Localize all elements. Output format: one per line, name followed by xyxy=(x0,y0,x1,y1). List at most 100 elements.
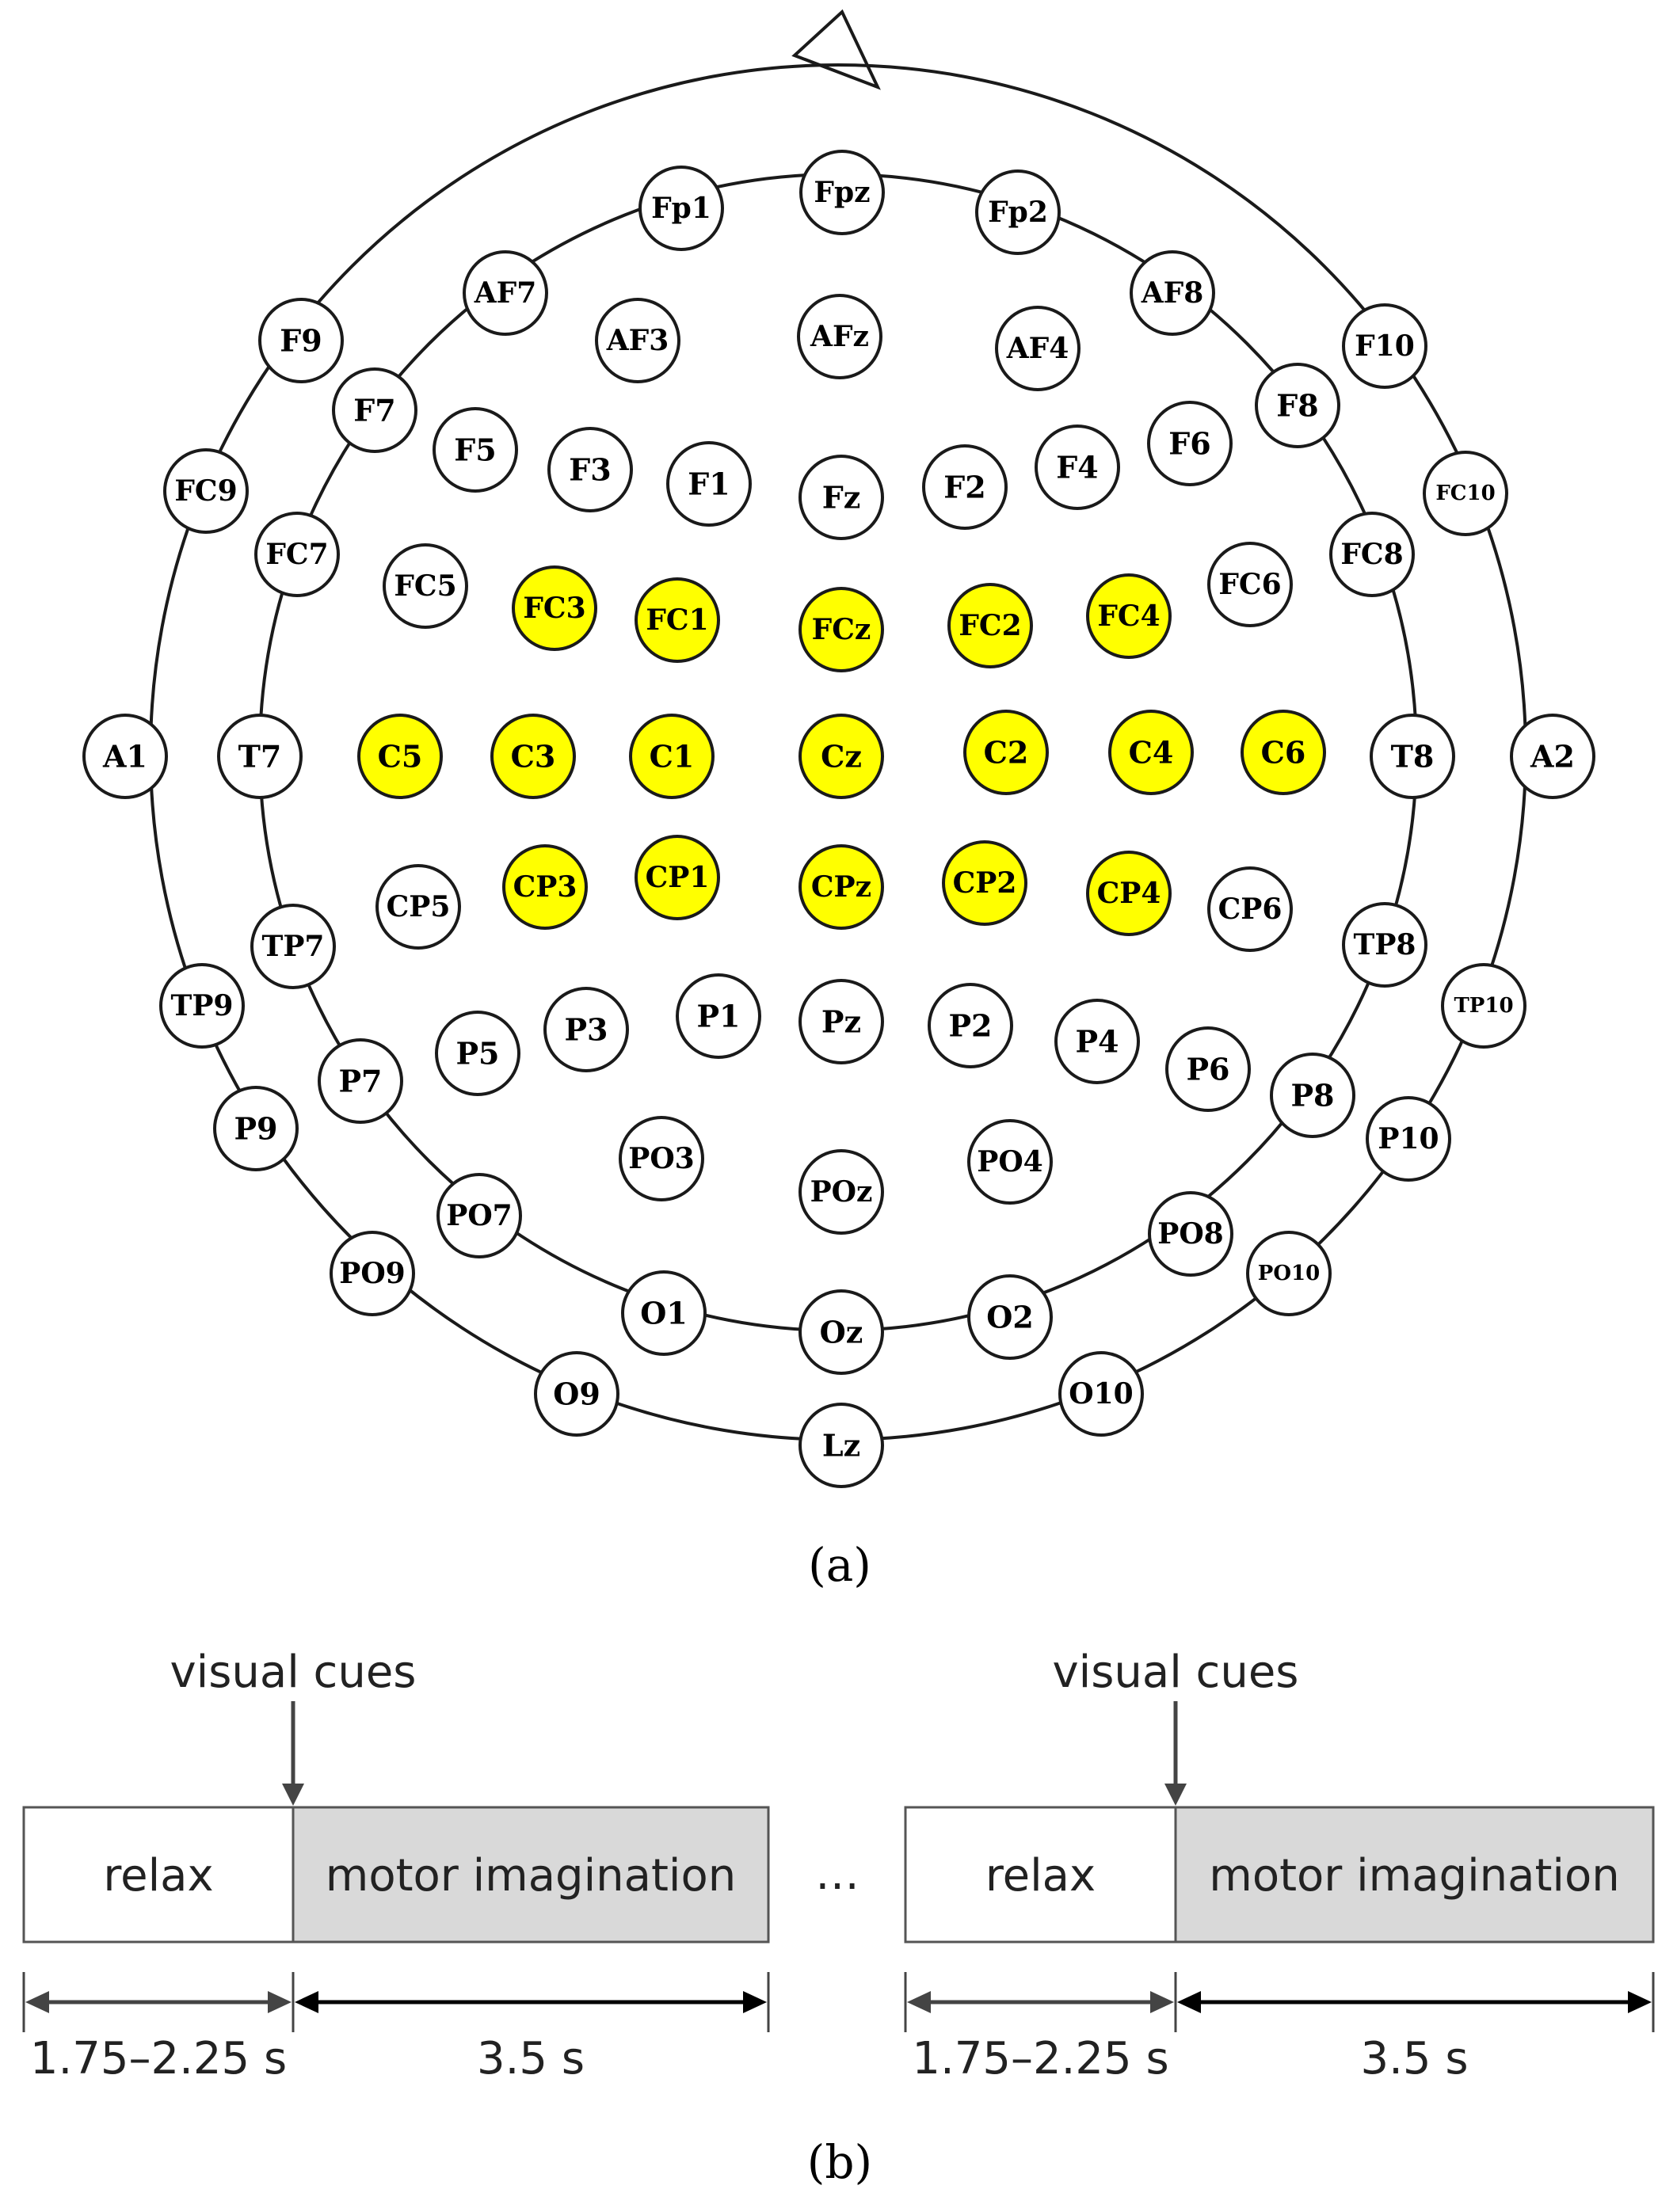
electrode-poz: POz xyxy=(798,1149,884,1235)
electrode-af8: AF8 xyxy=(1130,250,1215,336)
cue-label-1: visual cues xyxy=(170,1647,417,1698)
electrode-label: C6 xyxy=(1261,735,1306,771)
electrode-f8: F8 xyxy=(1255,363,1340,448)
electrode-label: Fz xyxy=(822,480,861,516)
electrode-label: AF3 xyxy=(606,324,669,357)
electrode-po3: PO3 xyxy=(619,1116,704,1201)
electrode-label: FC8 xyxy=(1340,538,1403,571)
electrode-c4: C4 xyxy=(1108,710,1194,795)
ellipsis: … xyxy=(815,1848,859,1900)
electrode-fc2: FC2 xyxy=(947,583,1033,668)
electrode-f3: F3 xyxy=(547,427,633,512)
electrode-cz: Cz xyxy=(798,714,884,799)
electrode-marker xyxy=(213,1086,299,1171)
electrode-f2: F2 xyxy=(922,444,1008,530)
electrode-label: P6 xyxy=(1186,1052,1229,1087)
motor-duration-1: 3.5 s xyxy=(477,2033,585,2084)
electrode-tp7: TP7 xyxy=(250,904,336,989)
electrode-label: PO4 xyxy=(977,1145,1042,1178)
electrode-po7: PO7 xyxy=(436,1173,522,1258)
electrode-marker xyxy=(1270,1053,1355,1138)
electrode-c6: C6 xyxy=(1241,710,1326,795)
nose-marker xyxy=(791,9,881,90)
electrode-marker xyxy=(383,543,468,629)
electrode-marker xyxy=(1207,866,1293,952)
electrode-marker xyxy=(547,427,633,512)
electrode-marker xyxy=(1241,710,1326,795)
electrode-cp4: CP4 xyxy=(1086,851,1172,936)
electrode-label: C2 xyxy=(984,735,1029,771)
electrode-marker xyxy=(621,1270,707,1356)
electrode-fc8: FC8 xyxy=(1329,512,1415,597)
electrode-c3: C3 xyxy=(490,714,576,799)
electrode-marker xyxy=(258,298,344,383)
electrode-label: PO9 xyxy=(339,1257,405,1290)
electrode-marker xyxy=(1086,573,1172,659)
electrode-fcz: FCz xyxy=(798,587,884,672)
electrode-label: T7 xyxy=(238,739,282,775)
motor-box-2 xyxy=(1174,1806,1655,1944)
electrode-label: TP9 xyxy=(171,989,234,1022)
electrode-label: AF8 xyxy=(1141,276,1204,310)
electrode-marker xyxy=(1246,1231,1332,1316)
electrode-marker xyxy=(942,840,1027,926)
electrode-marker xyxy=(1148,1191,1233,1277)
electrode-marker xyxy=(1054,999,1140,1084)
electrode-marker xyxy=(967,1274,1053,1360)
electrode-marker xyxy=(1147,401,1233,486)
electrode-af3: AF3 xyxy=(595,298,680,383)
electrode-marker xyxy=(798,587,884,672)
electrode-marker xyxy=(433,407,518,493)
electrode-label: F7 xyxy=(353,393,395,428)
electrode-label: FC7 xyxy=(265,538,328,571)
electrode-label: CP3 xyxy=(513,870,577,904)
electrode-marker xyxy=(1441,963,1526,1049)
relax-label-1: relax xyxy=(103,1850,213,1902)
electrode-label: AF4 xyxy=(1006,332,1069,365)
electrode-marker xyxy=(330,1231,415,1316)
electrode-label: CPz xyxy=(811,870,871,904)
electrode-marker xyxy=(1423,451,1508,536)
electrode-marker xyxy=(928,983,1013,1068)
electrode-label: C3 xyxy=(511,739,556,775)
electrode-p8: P8 xyxy=(1270,1053,1355,1138)
electrode-marker xyxy=(629,714,715,799)
motor-arrowhead-right-2 xyxy=(1628,1991,1652,2013)
electrode-label: CP4 xyxy=(1097,877,1161,910)
electrode-fc1: FC1 xyxy=(635,577,720,663)
electrode-o9: O9 xyxy=(534,1351,619,1437)
electrode-marker xyxy=(995,306,1081,391)
electrode-marker xyxy=(217,714,303,799)
electrode-label: PO10 xyxy=(1258,1262,1320,1285)
electrode-marker xyxy=(797,294,882,379)
electrode-label: A2 xyxy=(1530,739,1575,775)
electrode-marker xyxy=(357,714,443,799)
motor-label-1: motor imagination xyxy=(326,1850,736,1902)
relax-label-2: relax xyxy=(985,1850,1096,1902)
electrode-marker xyxy=(1058,1351,1144,1437)
electrode-label: TP10 xyxy=(1454,994,1513,1018)
electrode-marker xyxy=(1342,902,1427,988)
electrode-fc10: FC10 xyxy=(1423,451,1508,536)
electrode-label: P8 xyxy=(1290,1078,1334,1114)
electrode-marker xyxy=(947,583,1033,668)
electrode-marker xyxy=(1342,303,1427,389)
electrode-label: F9 xyxy=(280,323,322,359)
electrode-marker xyxy=(595,298,680,383)
electrode-f4: F4 xyxy=(1035,425,1120,510)
electrode-label: Fpz xyxy=(814,176,870,209)
relax-arrowhead-left-2 xyxy=(907,1991,931,2013)
electrode-marker xyxy=(798,455,884,540)
electrode-pz: Pz xyxy=(798,979,884,1064)
caption-b: (b) xyxy=(807,2135,872,2189)
electrode-fc7: FC7 xyxy=(254,512,340,597)
electrode-label: Cz xyxy=(821,739,862,775)
relax-box-2 xyxy=(904,1806,1177,1944)
electrode-label: T8 xyxy=(1391,739,1435,775)
electrode-f6: F6 xyxy=(1147,401,1233,486)
electrode-marker xyxy=(1207,542,1293,627)
motor-arrowhead-left-2 xyxy=(1177,1991,1201,2013)
electrode-marker xyxy=(375,864,461,950)
electrode-p4: P4 xyxy=(1054,999,1140,1084)
electrode-marker xyxy=(1165,1026,1251,1112)
